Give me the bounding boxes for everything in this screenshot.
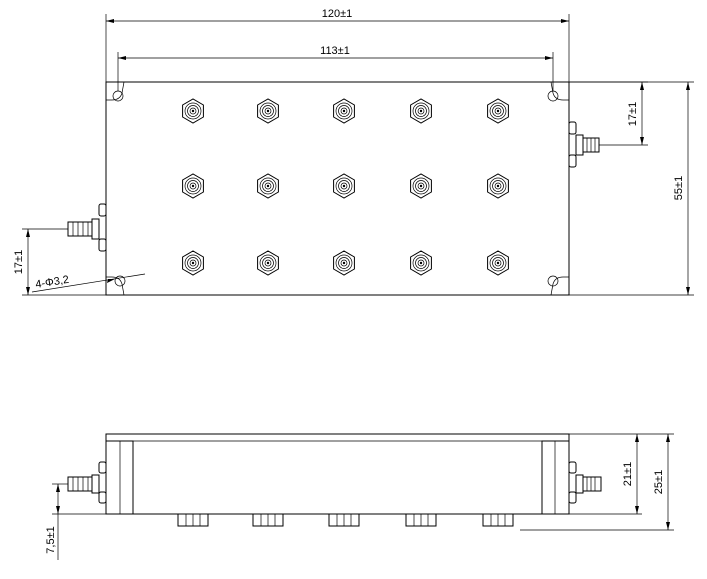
tuning-screw	[257, 250, 279, 276]
hole-callout-label: 4-Φ3,2	[35, 274, 70, 291]
hole-callout: 4-Φ3,2	[31, 273, 146, 293]
dim-overall-width-label: 55±1	[673, 176, 685, 200]
dim-overall-length: 120±1	[105, 8, 570, 82]
side-left-sma-connector	[67, 461, 107, 504]
screw-nut	[252, 513, 284, 527]
dim-total-height: 25±1	[520, 433, 674, 531]
right-sma-connector	[568, 121, 600, 168]
tuning-screw-nuts	[177, 513, 514, 527]
dim-overall-width: 55±1	[569, 81, 694, 296]
dim-left-port-offset: 17±1	[13, 228, 106, 296]
tuning-screw	[257, 173, 279, 199]
screw-nut	[405, 513, 437, 527]
tuning-screw	[257, 98, 279, 124]
dim-right-port-offset: 17±1	[569, 81, 648, 146]
left-sma-connector	[67, 203, 107, 252]
dim-hole-spacing-label: 113±1	[320, 45, 350, 57]
tuning-screw	[333, 98, 355, 124]
side-right-sma-connector	[568, 461, 602, 504]
dim-hole-spacing: 113±1	[117, 45, 554, 91]
side-view: 21±1 25±1 7,5±1	[45, 433, 674, 560]
screw-nut	[328, 513, 360, 527]
dim-left-port-offset-label: 17±1	[13, 250, 25, 274]
side-view-body	[105, 433, 570, 515]
dim-body-height: 21±1	[569, 433, 642, 515]
dim-connector-height-label: 7,5±1	[45, 526, 57, 553]
left-end-cap	[105, 440, 134, 515]
screw-nut	[482, 513, 514, 527]
dim-overall-length-label: 120±1	[322, 8, 353, 20]
tuning-screw	[182, 250, 204, 276]
screw-nut	[177, 513, 209, 527]
top-view: 120±1 113±1 17±1 55±1	[13, 8, 694, 296]
dim-right-port-offset-label: 17±1	[627, 102, 639, 126]
tuning-screw	[410, 98, 432, 124]
tuning-screw	[410, 250, 432, 276]
tuning-screw	[182, 173, 204, 199]
tuning-screw	[487, 173, 509, 199]
tuning-screw	[182, 98, 204, 124]
tuning-screw-grid	[182, 98, 509, 276]
dim-connector-height: 7,5±1	[45, 483, 106, 560]
tuning-screw	[333, 173, 355, 199]
dim-total-height-label: 25±1	[653, 470, 665, 494]
tuning-screw	[487, 250, 509, 276]
tuning-screw	[333, 250, 355, 276]
tuning-screw	[410, 173, 432, 199]
dim-body-height-label: 21±1	[622, 462, 634, 486]
right-end-cap	[541, 440, 570, 515]
tuning-screw	[487, 98, 509, 124]
top-view-body	[105, 81, 570, 296]
